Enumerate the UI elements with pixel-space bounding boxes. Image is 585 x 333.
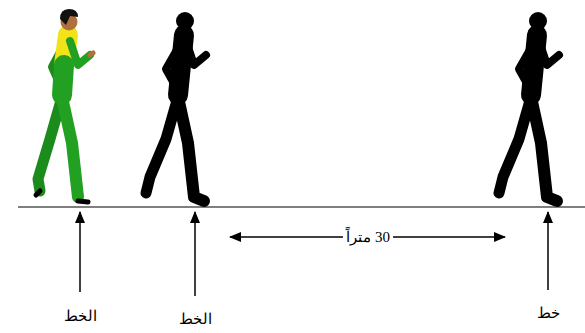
runner-colored bbox=[36, 9, 93, 202]
pointer-arrow bbox=[547, 212, 549, 290]
runner-silhouette bbox=[499, 12, 559, 201]
line-label: خط bbox=[534, 304, 563, 322]
runner-silhouette bbox=[146, 12, 206, 201]
ground-line bbox=[18, 206, 585, 207]
line-label: الخط bbox=[61, 307, 100, 325]
pointer-arrow bbox=[194, 212, 196, 296]
pointer-arrow bbox=[79, 212, 81, 292]
line-label: الخط bbox=[176, 310, 215, 328]
dimension-label: 30 متراً bbox=[343, 228, 393, 246]
